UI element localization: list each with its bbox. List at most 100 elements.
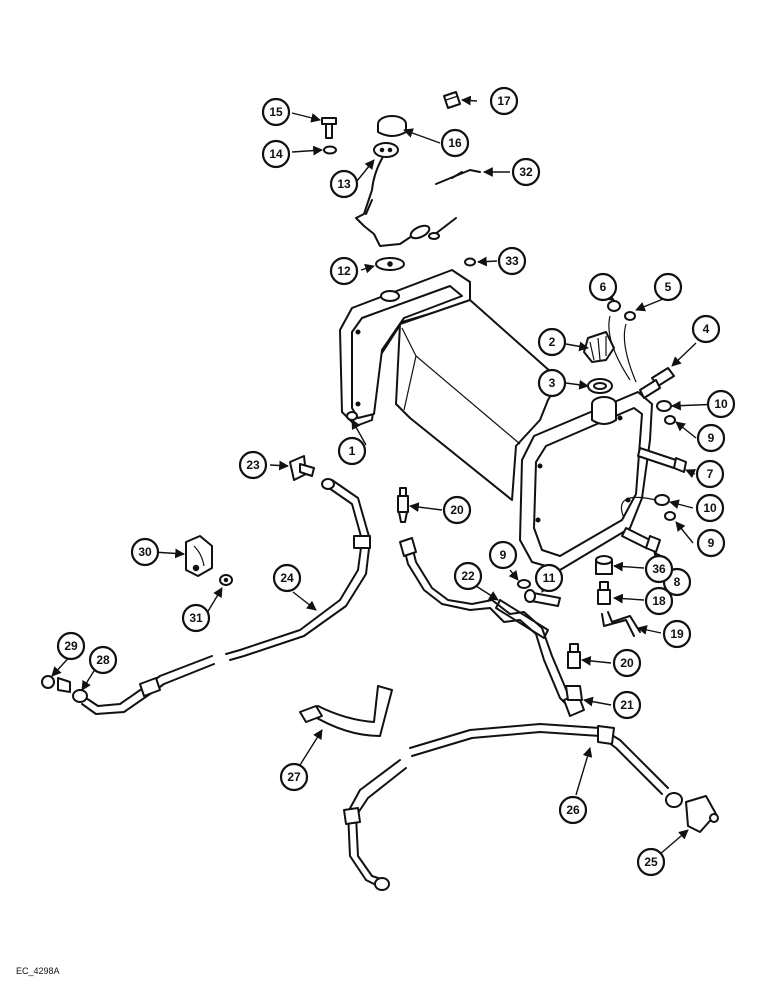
svg-text:31: 31: [189, 611, 203, 625]
svg-text:33: 33: [505, 254, 519, 268]
nut-10-upper: [656, 400, 676, 425]
fitting-25: [665, 792, 719, 833]
gasket-12: [375, 257, 405, 271]
nuts-5-6: [607, 300, 637, 383]
callout-11: 11: [534, 563, 564, 593]
svg-text:12: 12: [337, 264, 351, 278]
svg-text:24: 24: [280, 571, 294, 585]
callout-7: 7: [695, 459, 725, 489]
svg-text:6: 6: [600, 280, 607, 294]
svg-text:23: 23: [246, 458, 260, 472]
callout-36: 36: [644, 554, 674, 584]
callout-13: 13: [329, 169, 359, 199]
svg-text:26: 26: [566, 803, 580, 817]
svg-text:28: 28: [96, 653, 110, 667]
fuel-tank: [339, 269, 653, 571]
svg-text:16: 16: [448, 136, 462, 150]
callout-20-lower: 20: [612, 648, 642, 678]
callout-30: 30: [130, 537, 160, 567]
callout-16: 16: [440, 128, 470, 158]
svg-text:9: 9: [708, 431, 715, 445]
svg-text:32: 32: [519, 165, 533, 179]
svg-text:36: 36: [652, 562, 666, 576]
hose-26: [343, 723, 669, 891]
svg-text:19: 19: [670, 627, 684, 641]
reference-code: EC_4298A: [16, 966, 60, 976]
svg-text:5: 5: [665, 280, 672, 294]
fitting-18: [597, 581, 611, 605]
svg-text:7: 7: [707, 467, 714, 481]
seal-ring: [587, 378, 613, 394]
fitting-20-upper: [397, 487, 409, 523]
ring-33: [464, 257, 476, 267]
callout-28: 28: [88, 645, 118, 675]
svg-text:25: 25: [644, 855, 658, 869]
filler-cap: [583, 331, 615, 363]
svg-text:29: 29: [64, 639, 78, 653]
callout-6: 6: [588, 272, 618, 302]
callout-24: 24: [272, 563, 302, 593]
clamp-30: [185, 535, 213, 577]
washer-31: [219, 574, 233, 586]
callout-4: 4: [691, 314, 721, 344]
svg-text:10: 10: [714, 397, 728, 411]
svg-text:20: 20: [450, 503, 464, 517]
svg-text:17: 17: [497, 94, 511, 108]
callout-10-lower: 10: [695, 493, 725, 523]
bolt-4: [639, 367, 675, 399]
svg-text:27: 27: [287, 770, 301, 784]
callout-21: 21: [612, 690, 642, 720]
cap-plate: [377, 115, 407, 137]
svg-text:21: 21: [620, 698, 634, 712]
callout-20-upper: 20: [442, 495, 472, 525]
callout-25: 25: [636, 847, 666, 877]
callout-5: 5: [653, 272, 683, 302]
callout-31: 31: [181, 603, 211, 633]
callout-26: 26: [558, 795, 588, 825]
callout-32: 32: [511, 157, 541, 187]
svg-text:30: 30: [138, 545, 152, 559]
callout-33: 33: [497, 246, 527, 276]
svg-text:22: 22: [461, 569, 475, 583]
callout-29: 29: [56, 631, 86, 661]
fitting-20-lower: [567, 643, 581, 669]
elbow-21: [565, 685, 583, 701]
callout-17: 17: [489, 86, 519, 116]
callout-9-lower: 9: [488, 540, 518, 570]
connector-32: [428, 169, 481, 240]
svg-text:8: 8: [674, 575, 681, 589]
fitting-28-29: [41, 675, 88, 703]
svg-text:2: 2: [549, 335, 556, 349]
callout-1: 1: [337, 436, 367, 466]
tube-19: [601, 611, 641, 637]
fuel-line-22-rod: [495, 599, 549, 639]
bolt-8: [621, 527, 661, 553]
callout-10-upper: 10: [706, 389, 736, 419]
fuel-gauge-sender: [355, 142, 431, 247]
callout-3: 3: [537, 368, 567, 398]
callout-27: 27: [279, 762, 309, 792]
svg-text:18: 18: [652, 594, 666, 608]
svg-text:1: 1: [349, 444, 356, 458]
svg-text:20: 20: [620, 656, 634, 670]
callout-9-middle: 9: [696, 528, 726, 558]
callout-23: 23: [238, 450, 268, 480]
svg-text:14: 14: [269, 147, 283, 161]
bolt-7: [637, 447, 687, 473]
strap-27: [299, 685, 393, 737]
clip-23: [289, 455, 315, 481]
callout-19: 19: [662, 619, 692, 649]
screw-top: [443, 91, 461, 109]
bolt-11: [524, 589, 561, 607]
callout-14: 14: [261, 139, 291, 169]
callout-18: 18: [644, 586, 674, 616]
washer-9-left: [517, 579, 531, 589]
svg-text:13: 13: [337, 177, 351, 191]
svg-text:9: 9: [708, 536, 715, 550]
nut-10-lower: [620, 494, 676, 521]
svg-text:11: 11: [543, 571, 556, 585]
callout-9-upper: 9: [696, 423, 726, 453]
screw-left: [321, 117, 337, 139]
washer-14: [323, 145, 337, 155]
